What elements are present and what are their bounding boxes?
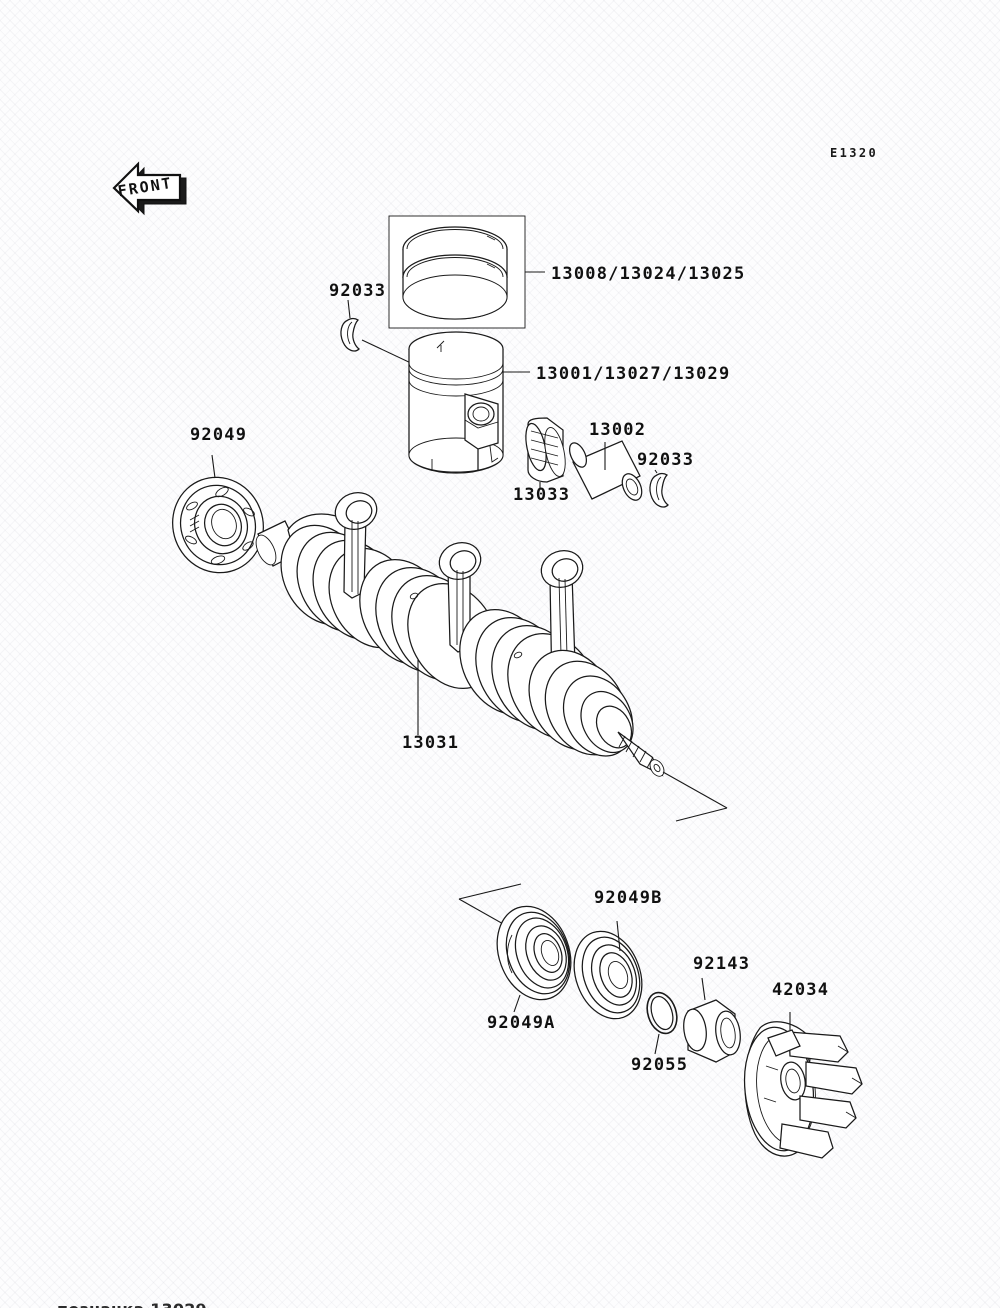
part-label-oil-seal-b: 92049B (594, 888, 663, 908)
o-ring-group (646, 991, 678, 1055)
piston-group (408, 331, 530, 474)
oil-seal-b-group (573, 920, 643, 1020)
sheet-code: E1320 (830, 146, 879, 160)
front-direction-marker: FRONT (100, 158, 196, 220)
collar-group (683, 977, 741, 1063)
part-label-snap-ring-right: 92033 (637, 450, 695, 470)
part-label-o-ring: 92055 (631, 1055, 689, 1075)
part-label-crankshaft: 13031 (402, 733, 460, 753)
part-label-piston: 13001/13027/13029 (536, 364, 731, 384)
part-label-needle-bearing: 13033 (513, 485, 571, 505)
part-label-coupling: 42034 (772, 980, 830, 1000)
part-label-oil-seal-a: 92049A (487, 1013, 556, 1033)
part-label-oil-seal-left: 92049 (190, 425, 248, 445)
oil-seal-a-group (496, 905, 572, 1013)
needle-bearing-group (525, 417, 566, 488)
oil-seal-left-group (172, 454, 264, 574)
snap-ring-right (649, 469, 669, 508)
coupling-group (743, 1012, 863, 1159)
piston-ring-group (388, 215, 545, 329)
crankshaft-group (255, 491, 665, 777)
part-label-collar: 92143 (693, 954, 751, 974)
footer-note: позначка 13029 (57, 1300, 207, 1308)
assembly-leader-crank-to-bearings (662, 771, 728, 822)
part-label-piston-rings: 13008/13024/13025 (551, 264, 746, 284)
piston-pin-group (568, 440, 643, 501)
part-label-piston-pin: 13002 (589, 420, 647, 440)
part-label-snap-ring-left: 92033 (329, 281, 387, 301)
